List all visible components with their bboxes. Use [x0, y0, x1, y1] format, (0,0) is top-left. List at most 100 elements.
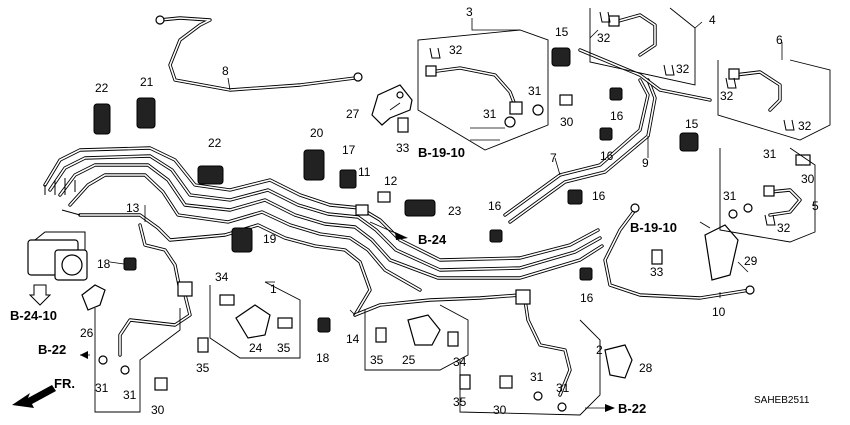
clamp-22-left	[93, 103, 111, 135]
callout-33: 33	[650, 265, 664, 279]
callout-16: 16	[580, 291, 594, 305]
callout-30: 30	[151, 403, 165, 417]
clamp-19	[231, 227, 253, 253]
callout-34: 34	[453, 355, 467, 369]
callout-33: 33	[396, 141, 410, 155]
callout-18: 18	[97, 257, 111, 271]
bracket-27	[371, 84, 413, 126]
callout-32: 32	[798, 119, 812, 133]
callout-16: 16	[592, 189, 606, 203]
callout-22: 22	[208, 136, 222, 150]
brake-pipe-9	[578, 48, 712, 102]
ref-b19-right: B-19-10	[630, 220, 677, 235]
callout-2: 2	[596, 343, 603, 357]
callout-11: 11	[358, 165, 371, 179]
callout-32: 32	[449, 43, 463, 57]
clamp-23	[404, 199, 436, 217]
callout-24: 24	[249, 341, 263, 355]
callout-18: 18	[316, 351, 330, 365]
bracket-25	[407, 314, 441, 346]
callout-12: 12	[384, 174, 398, 188]
callout-19: 19	[263, 232, 277, 246]
callout-22: 22	[95, 81, 109, 95]
abs-modulator	[27, 231, 88, 281]
callout-31: 31	[763, 147, 777, 161]
ref-b24: B-24	[418, 232, 447, 247]
callout-35: 35	[453, 395, 467, 409]
callout-5: 5	[812, 199, 819, 213]
bracket-26	[81, 284, 106, 311]
brake-pipe-13	[138, 223, 182, 292]
leader-lines	[109, 18, 815, 350]
callout-35: 35	[370, 353, 384, 367]
brake-hose-6	[728, 68, 782, 112]
callout-numbers: 1 2 3 4 5 6 7 8 9 10 11 12 13 14 15 15 1…	[80, 5, 819, 417]
clamp-21	[136, 97, 156, 129]
brake-pipe-7	[503, 78, 657, 224]
clip-32-group	[429, 11, 795, 226]
callout-30: 30	[560, 115, 574, 129]
callout-27: 27	[346, 107, 360, 121]
callout-32: 32	[720, 89, 734, 103]
clip-18-left	[123, 257, 137, 271]
front-arrow: FR.	[12, 376, 75, 408]
clamp-20	[303, 149, 325, 181]
callout-16: 16	[610, 109, 624, 123]
callout-32: 32	[597, 31, 611, 45]
callout-8: 8	[222, 64, 229, 78]
bracket-24	[235, 304, 271, 339]
diagram-code: SAHEB2511	[754, 395, 810, 406]
callout-16: 16	[600, 149, 614, 163]
clip-16-group	[489, 87, 623, 281]
callout-31: 31	[95, 381, 109, 395]
pipe-bundle-main	[43, 146, 604, 317]
brake-hose-2	[515, 289, 572, 412]
callout-31: 31	[723, 189, 737, 203]
ref-arrows	[28, 139, 615, 412]
callout-31: 31	[123, 388, 137, 402]
callout-4: 4	[709, 13, 716, 27]
callout-31: 31	[530, 370, 544, 384]
ref-b22-right: B-22	[618, 401, 646, 416]
callout-13: 13	[126, 201, 140, 215]
clamp-15-group	[551, 47, 699, 152]
callout-25: 25	[402, 353, 416, 367]
callout-14: 14	[346, 332, 360, 346]
clip-18-center	[317, 317, 331, 333]
callout-35: 35	[277, 341, 291, 355]
brake-hose-3	[425, 65, 544, 128]
callout-6: 6	[776, 33, 783, 47]
callout-1: 1	[270, 282, 277, 296]
callout-7: 7	[550, 151, 557, 165]
joint-11-12	[355, 191, 391, 216]
bracket-29	[704, 224, 739, 281]
callout-34: 34	[215, 270, 229, 284]
ref-b19-upper: B-19-10	[418, 145, 465, 160]
brake-pipe-8	[155, 15, 363, 92]
ref-b22-left: B-22	[38, 342, 66, 357]
callout-10: 10	[712, 305, 726, 319]
clamp-17	[339, 169, 357, 189]
brake-hose-4	[608, 13, 657, 57]
callout-30: 30	[801, 172, 815, 186]
callout-17: 17	[342, 143, 356, 157]
brake-pipe-14	[353, 293, 522, 317]
front-label: FR.	[54, 376, 75, 391]
callout-29: 29	[744, 254, 758, 268]
brake-hose-5	[728, 185, 802, 219]
callout-21: 21	[140, 75, 154, 89]
brake-pipe-10	[603, 203, 755, 300]
bracket-28	[604, 344, 633, 379]
callout-28: 28	[639, 361, 653, 375]
callout-26: 26	[80, 326, 94, 340]
callout-20: 20	[310, 126, 324, 140]
ref-b24-10: B-24-10	[10, 308, 57, 323]
bolt-group	[154, 94, 811, 391]
callout-35: 35	[196, 361, 210, 375]
callout-30: 30	[493, 403, 507, 417]
callout-23: 23	[448, 204, 462, 218]
callout-3: 3	[466, 5, 473, 19]
brake-hose-1	[98, 281, 193, 375]
callout-31: 31	[483, 107, 497, 121]
